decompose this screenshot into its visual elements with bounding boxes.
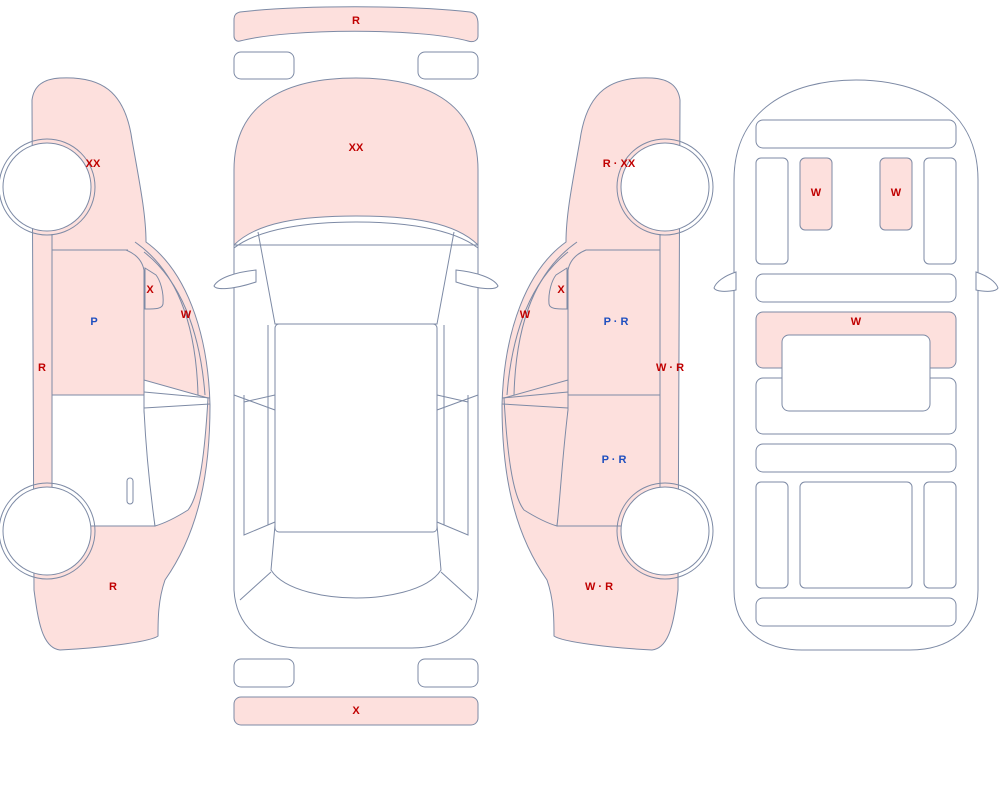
left-a-pillar-line	[143, 251, 206, 396]
label-right-front-glass: W	[520, 309, 531, 321]
label-right-rear-door: P · R	[602, 454, 627, 466]
hood-panel[interactable]	[233, 77, 479, 247]
roof-panel[interactable]	[274, 323, 438, 533]
front-left-light[interactable]	[233, 51, 295, 80]
left-door-handle[interactable]	[126, 477, 134, 505]
left-roof-inner-line	[134, 241, 199, 396]
right-roof-inner-line	[513, 241, 578, 396]
right-rear-wheel-arch	[616, 482, 714, 580]
rear-left-light[interactable]	[233, 658, 295, 688]
label-left-mirror: X	[146, 284, 154, 296]
left-front-wheel-arch	[0, 138, 96, 236]
right-belt-line	[501, 391, 569, 399]
rear-bumper-panel[interactable]	[233, 696, 479, 726]
rear-window-line	[270, 524, 442, 599]
interior-view	[713, 79, 999, 651]
label-left-rear-quarter: R	[109, 581, 117, 593]
top-left-belt	[233, 394, 276, 411]
rear-right-light[interactable]	[417, 658, 479, 688]
top-right-belt-2	[436, 394, 469, 403]
top-view	[213, 6, 499, 726]
left-side-view	[0, 77, 211, 651]
label-interior-console-bar: W	[851, 316, 862, 328]
front-bumper-panel[interactable]	[233, 6, 479, 43]
windshield-top-line	[233, 221, 479, 249]
left-rear-wheel-arch	[0, 482, 96, 580]
label-right-rear-quarter: W · R	[585, 581, 613, 593]
dashboard-panel[interactable]	[755, 119, 957, 149]
left-front-door-panel[interactable]	[51, 249, 145, 396]
right-front-seat-side[interactable]	[923, 157, 957, 265]
rear-right-seat[interactable]	[923, 481, 957, 589]
left-front-seat-side[interactable]	[755, 157, 789, 265]
trunk-left-line	[239, 571, 272, 601]
top-left-belt-2	[243, 394, 276, 403]
front-seat-bar[interactable]	[755, 273, 957, 303]
label-interior-right-seat: W	[891, 187, 902, 199]
label-interior-left-seat: W	[811, 187, 822, 199]
left-front-seat[interactable]	[799, 157, 833, 231]
left-rear-wheel[interactable]	[2, 486, 92, 576]
trunk-bar[interactable]	[755, 597, 957, 627]
right-mirror-panel[interactable]	[548, 267, 568, 310]
label-left-front-glass: W	[181, 309, 192, 321]
trunk-right-line	[440, 571, 473, 601]
console-center-box[interactable]	[781, 334, 931, 412]
label-right-front-door: P · R	[604, 316, 629, 328]
rear-seat-bar[interactable]	[755, 443, 957, 473]
right-front-wheel[interactable]	[620, 142, 710, 232]
label-hood: XX	[349, 142, 364, 154]
interior-right-mirror[interactable]	[975, 271, 999, 292]
damage-labels: R XX X XX X P W R R R · XX X W P · R W ·…	[38, 15, 902, 717]
left-front-wheel[interactable]	[2, 142, 92, 232]
top-left-pillar-line	[243, 395, 276, 536]
interior-left-mirror[interactable]	[713, 271, 737, 292]
rear-left-seat[interactable]	[755, 481, 789, 589]
right-front-wheel-arch	[616, 138, 714, 236]
label-top-bumper: R	[352, 15, 360, 27]
left-belt-line	[143, 391, 211, 399]
left-rear-window-panel[interactable]	[143, 379, 209, 527]
right-sill-line	[501, 403, 569, 409]
label-right-mirror: X	[557, 284, 565, 296]
right-rear-wheel[interactable]	[620, 486, 710, 576]
label-right-front-fender: R · XX	[603, 158, 636, 170]
label-rear-bumper: X	[352, 705, 360, 717]
label-right-rocker: W · R	[656, 362, 684, 374]
top-right-belt	[436, 394, 479, 411]
right-front-door-panel[interactable]	[567, 249, 661, 396]
top-right-pillar-line	[436, 395, 469, 536]
cargo-area[interactable]	[799, 481, 913, 589]
left-mirror-panel[interactable]	[144, 267, 164, 310]
right-front-seat[interactable]	[879, 157, 913, 231]
label-left-front-fender: XX	[86, 158, 101, 170]
front-right-light[interactable]	[417, 51, 479, 80]
right-rear-door-panel[interactable]	[556, 394, 661, 527]
right-a-pillar-line	[506, 251, 569, 396]
top-right-mirror[interactable]	[455, 269, 499, 290]
label-left-rocker: R	[38, 362, 46, 374]
right-side-view	[501, 77, 714, 651]
top-left-mirror[interactable]	[213, 269, 257, 290]
label-left-front-door: P	[90, 316, 97, 328]
left-sill-line	[143, 403, 211, 409]
